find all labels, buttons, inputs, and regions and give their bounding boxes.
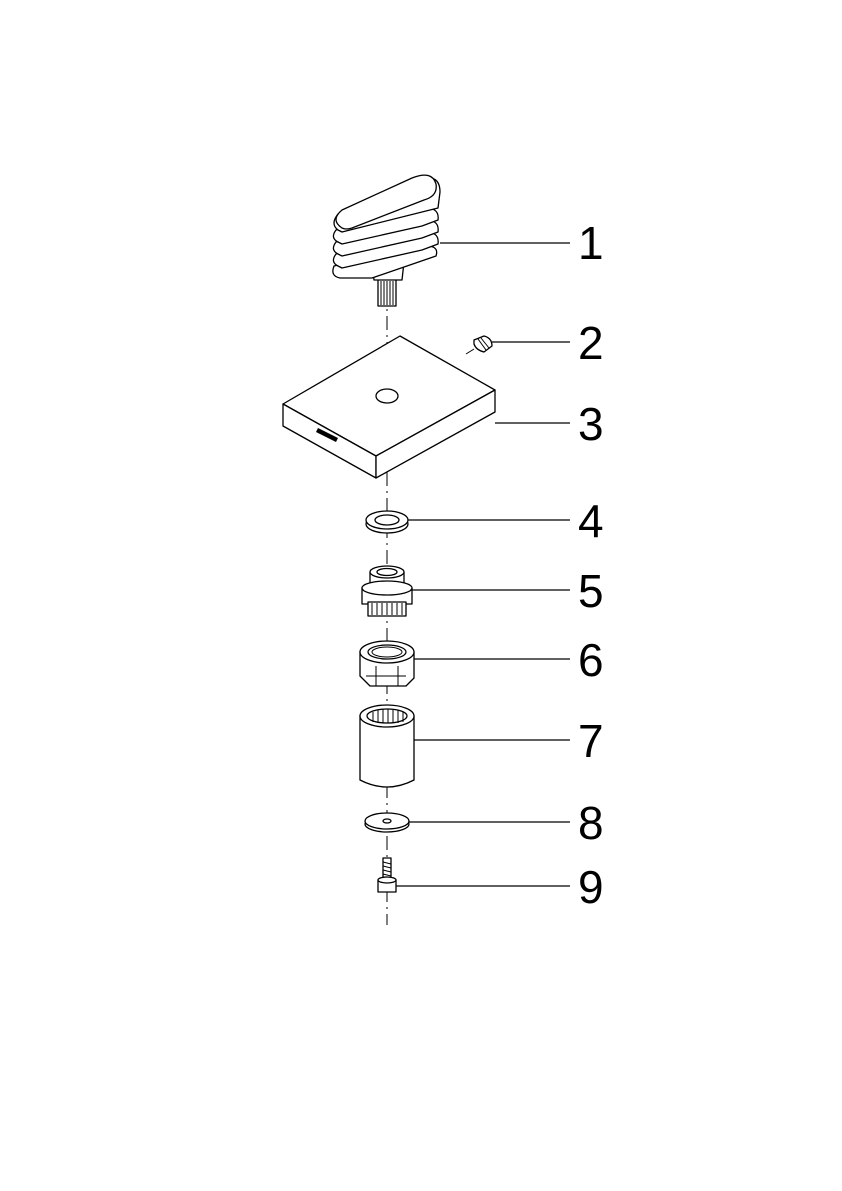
callout-1: 1	[578, 217, 604, 269]
part-4-washer-ring	[365, 510, 409, 534]
part-7-extension-sleeve	[359, 704, 415, 788]
part-2-set-screw	[465, 335, 493, 355]
part-1-lever-handle	[332, 174, 441, 307]
callout-9: 9	[578, 861, 604, 913]
callout-2: 2	[578, 317, 604, 369]
callout-4: 4	[578, 495, 604, 547]
callout-3: 3	[578, 398, 604, 450]
part-5-adapter-fitting	[361, 565, 413, 617]
part-8-flat-washer	[364, 812, 410, 833]
part-6-union-nut	[359, 640, 415, 687]
part-9-screw	[377, 857, 397, 893]
callout-7: 7	[578, 715, 604, 767]
callout-8: 8	[578, 797, 604, 849]
callout-6: 6	[578, 634, 604, 686]
callout-5: 5	[578, 565, 604, 617]
part-3-cover-plate	[282, 335, 496, 479]
